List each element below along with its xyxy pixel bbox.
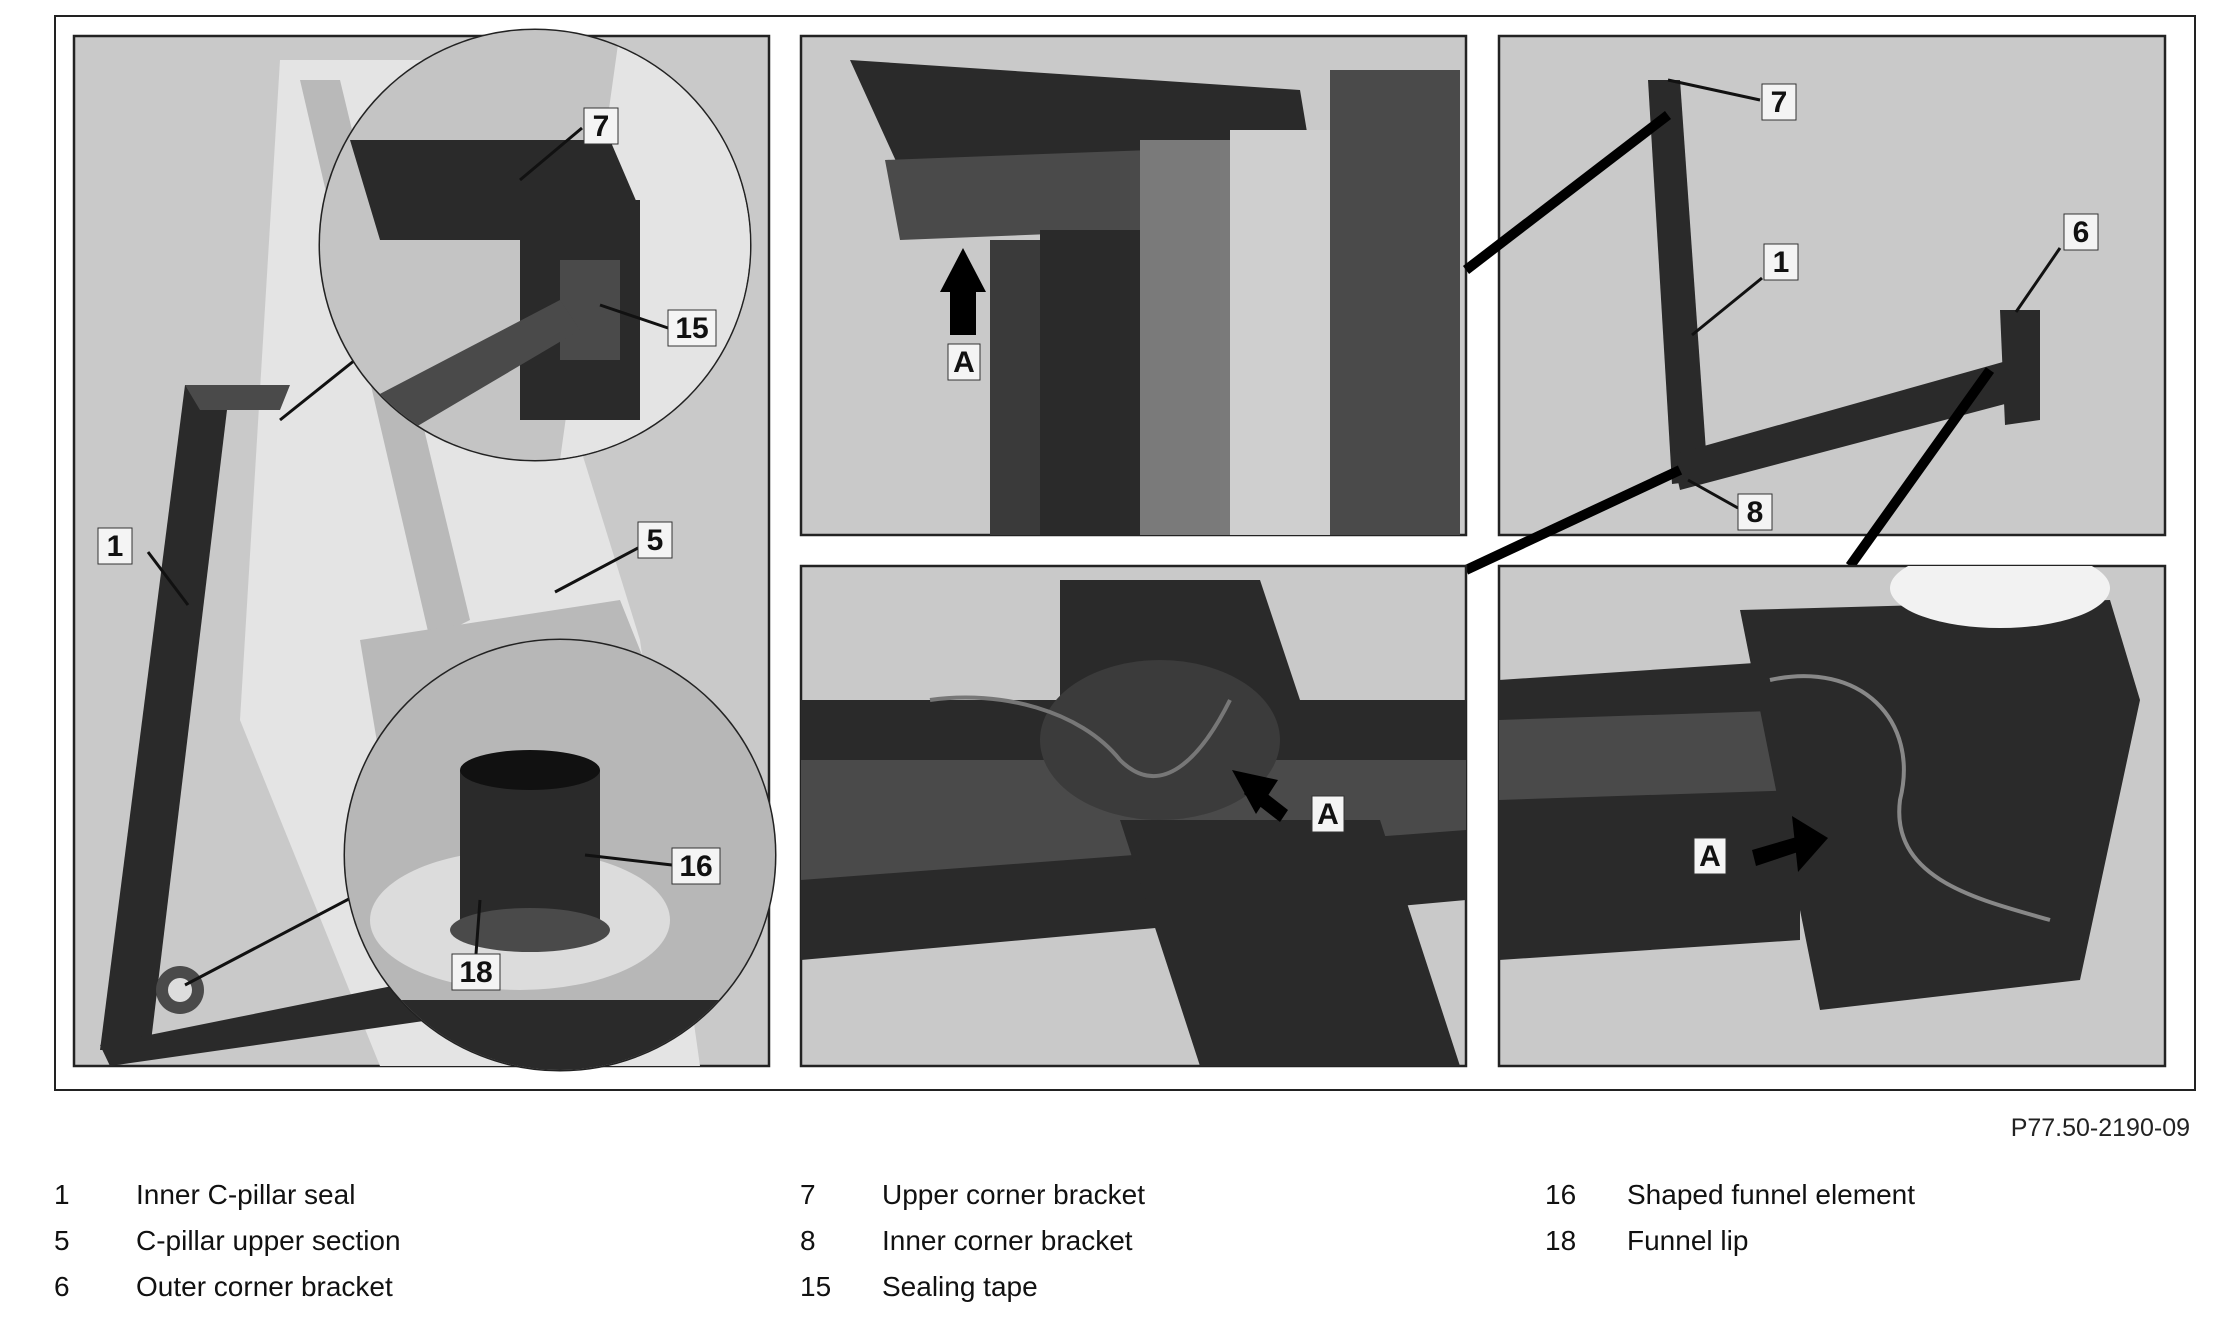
panel1-ref-18: 18 [459,956,492,989]
panel1-ref-16: 16 [679,850,712,883]
panel3-ref-1: 1 [1773,246,1790,279]
connector-outer-corner [1845,367,1995,569]
legend-item: 8 Inner corner bracket [800,1218,1145,1264]
legend-item: 16 Shaped funnel element [1545,1172,1915,1218]
legend-item: 6 Outer corner bracket [54,1264,401,1310]
legend-label: Sealing tape [882,1271,1038,1302]
panel1-ref-7: 7 [593,110,610,143]
legend-label: Inner corner bracket [882,1225,1133,1256]
panel-seal-assembly: 7 1 6 8 [1497,34,2167,537]
legend-number: 15 [800,1271,832,1302]
panel-outer-corner-closeup: A [1497,564,2167,1068]
connector-upper-corner [1462,111,1672,274]
panel1-ref-1: 1 [107,530,124,563]
panel4-ref-a: A [1317,798,1339,831]
panel2-ref-a: A [953,346,975,379]
legend-item: 1 Inner C-pillar seal [54,1172,401,1218]
legend-number: 1 [54,1179,70,1210]
legend-item: 15 Sealing tape [800,1264,1145,1310]
panel3-ref-6: 6 [2073,216,2090,249]
legend-column-3: 16 Shaped funnel element 18 Funnel lip [1545,1172,1915,1264]
panel-inner-corner-closeup: A [799,564,1468,1068]
legend-column-2: 7 Upper corner bracket 8 Inner corner br… [800,1172,1145,1310]
panel3-ref-7: 7 [1771,86,1788,119]
legend-item: 7 Upper corner bracket [800,1172,1145,1218]
legend-label: Funnel lip [1627,1225,1749,1256]
panel1-ref-5: 5 [647,524,664,557]
figure-code: P77.50-2190-09 [2010,1114,2190,1142]
connector-inner-corner [1463,465,1683,575]
legend-item: 5 C-pillar upper section [54,1218,401,1264]
legend-label: Inner C-pillar seal [136,1179,356,1210]
legend-number: 8 [800,1225,816,1256]
panel-upper-corner-closeup: A [799,34,1468,537]
legend-label: Shaped funnel element [1627,1179,1915,1210]
legend-label: Upper corner bracket [882,1179,1146,1210]
legend-number: 18 [1545,1225,1577,1256]
legend-number: 6 [54,1271,70,1302]
panel1-ref-15: 15 [675,312,708,345]
legend-column-1: 1 Inner C-pillar seal 5 C-pillar upper s… [54,1172,401,1310]
legend-number: 7 [800,1179,816,1210]
panel-c-pillar-overview: 7 15 1 5 16 18 [72,28,777,1072]
panel3-ref-8: 8 [1747,496,1764,529]
panel5-ref-a: A [1699,840,1721,873]
legend-number: 5 [54,1225,70,1256]
legend-item: 18 Funnel lip [1545,1218,1915,1264]
legend-label: C-pillar upper section [136,1225,401,1256]
legend-number: 16 [1545,1179,1577,1210]
legend-label: Outer corner bracket [136,1271,393,1302]
